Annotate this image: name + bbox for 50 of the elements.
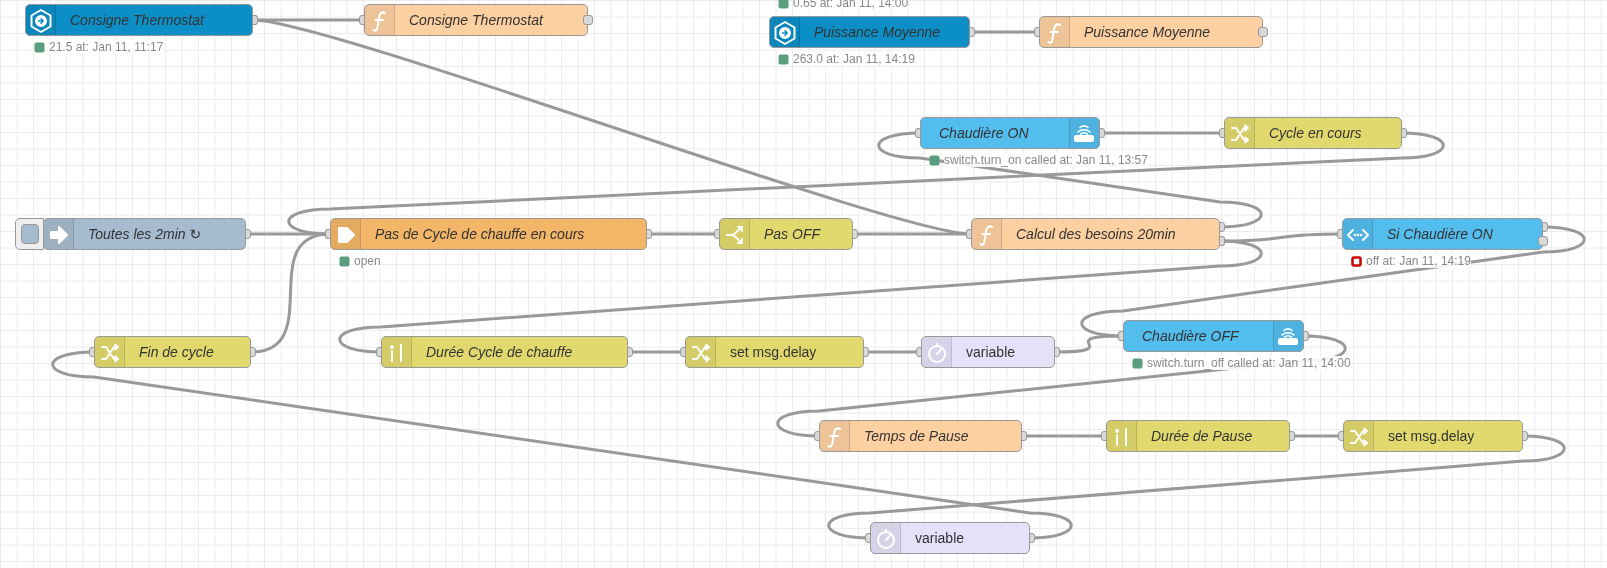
flow-node bbox=[971, 218, 1220, 250]
flow-node bbox=[381, 336, 628, 368]
wire bbox=[877, 128, 1263, 232]
node-label: Si Chaudière ON bbox=[1387, 225, 1493, 244]
node-label: set msg.delay bbox=[1388, 427, 1475, 446]
node-label: Fin de cycle bbox=[139, 343, 214, 362]
flow-node bbox=[1342, 218, 1543, 250]
node-label: Consigne Thermostat bbox=[70, 11, 204, 30]
flow-node bbox=[364, 4, 588, 36]
node-label: Pas de Cycle de chauffe en cours bbox=[375, 225, 585, 244]
node-label: Puissance Moyenne bbox=[1084, 23, 1211, 42]
status-text: 21.5 at: Jan 11, 11:17 bbox=[49, 40, 164, 54]
flow-node bbox=[685, 336, 864, 368]
flow-node bbox=[1224, 117, 1402, 149]
flow-node bbox=[920, 117, 1100, 149]
flow-node bbox=[719, 218, 853, 250]
node-label: Chaudière ON bbox=[939, 124, 1029, 143]
node-label: Durée de Pause bbox=[1151, 427, 1253, 446]
node-label: set msg.delay bbox=[730, 343, 817, 362]
flow-node bbox=[25, 4, 253, 36]
flow-node bbox=[1123, 320, 1304, 352]
status-text: off at: Jan 11, 14:19 bbox=[1366, 254, 1471, 268]
node-label: Durée Cycle de chauffe bbox=[426, 343, 573, 362]
node-label: Chaudière OFF bbox=[1142, 327, 1239, 346]
flow-node bbox=[921, 336, 1055, 368]
node-label: Pas OFF bbox=[764, 225, 820, 244]
flow-node bbox=[870, 522, 1030, 554]
wire bbox=[52, 347, 1072, 543]
node-label: Calcul des besoins 20min bbox=[1016, 225, 1176, 244]
flow-node bbox=[769, 16, 970, 48]
flow-node bbox=[1106, 420, 1290, 452]
node-label: Cycle en cours bbox=[1269, 124, 1362, 143]
node-label: Temps de Pause bbox=[864, 427, 969, 446]
status-text: switch.turn_on called at: Jan 11, 13:57 bbox=[944, 153, 1148, 167]
node-label: variable bbox=[966, 343, 1016, 362]
flow-node bbox=[94, 336, 251, 368]
flow-node bbox=[43, 218, 246, 250]
wire bbox=[339, 236, 1262, 357]
node-label: Puissance Moyenne bbox=[814, 23, 941, 42]
node-label: Consigne Thermostat bbox=[409, 11, 543, 30]
status-text: 263.0 at: Jan 11, 14:19 bbox=[793, 52, 915, 66]
node-label: Toutes les 2min ↻ bbox=[88, 225, 202, 244]
node-label: variable bbox=[915, 529, 965, 548]
status-text: switch.turn_off called at: Jan 11, 14:00 bbox=[1147, 356, 1351, 370]
flow-node bbox=[1343, 420, 1523, 452]
flow-node bbox=[330, 218, 647, 250]
flow-node bbox=[1039, 16, 1263, 48]
wire bbox=[827, 431, 1566, 543]
flow-node bbox=[819, 420, 1022, 452]
status-text: open bbox=[354, 254, 381, 268]
